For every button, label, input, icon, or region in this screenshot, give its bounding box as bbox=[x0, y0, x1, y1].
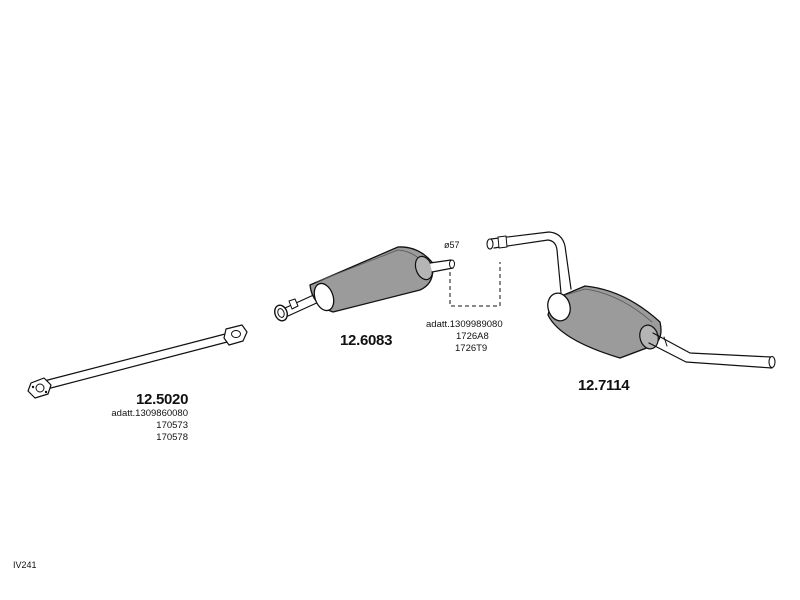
diagram-code: IV241 bbox=[13, 560, 37, 570]
adapter-note-3: 1726T9 bbox=[455, 343, 488, 354]
rear-muffler-part-number: 12.7114 bbox=[578, 377, 630, 394]
front-pipe-note-2: 170573 bbox=[156, 420, 188, 431]
front-pipe-note-3: 170578 bbox=[156, 432, 188, 443]
adapter-note-2: 1726A8 bbox=[456, 331, 489, 342]
adapter-diameter-label: ø57 bbox=[444, 240, 460, 250]
front-pipe-part-number: 12.5020 bbox=[136, 391, 189, 408]
rear-muffler-drawing bbox=[486, 231, 776, 369]
center-muffler-part-number: 12.6083 bbox=[340, 332, 393, 349]
center-muffler-drawing bbox=[274, 246, 455, 322]
front-pipe-drawing bbox=[27, 324, 248, 399]
adapter-note-1: adatt.1309989080 bbox=[426, 319, 503, 330]
adapter-connector bbox=[449, 262, 501, 307]
front-pipe-note-1: adatt.1309860080 bbox=[111, 408, 188, 419]
